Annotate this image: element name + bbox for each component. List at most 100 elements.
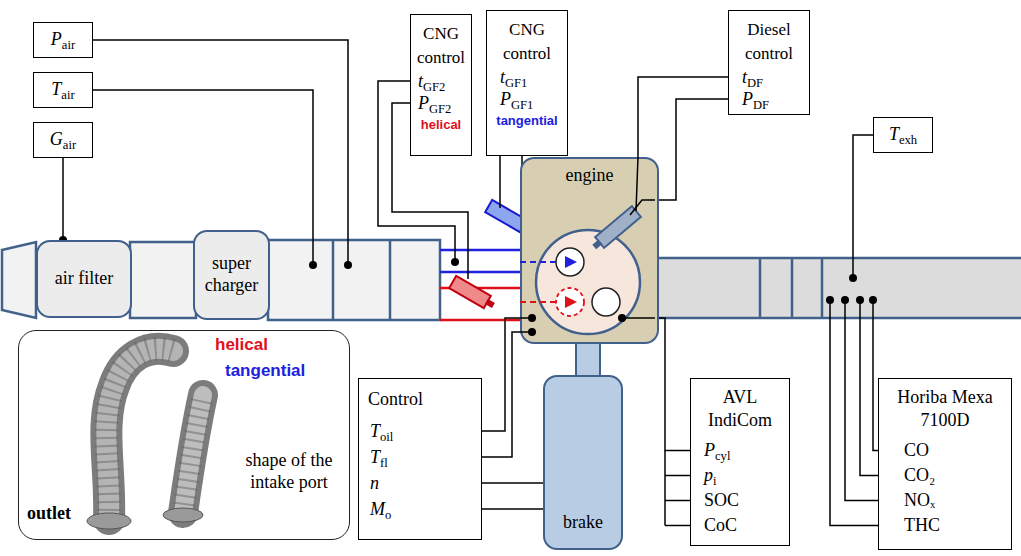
signal-name: n xyxy=(362,470,478,496)
port-surface xyxy=(183,395,203,513)
symbol-letter: T xyxy=(370,447,380,467)
sensor-wires xyxy=(520,157,655,332)
node-label: Diesel control xyxy=(732,18,806,66)
symbol-letter: t xyxy=(742,67,747,87)
control-box: Diesel controltDFPDF xyxy=(728,10,810,115)
signal-name: PGF2 xyxy=(414,92,468,114)
inset-panel: helicaltangentialshape of the intake por… xyxy=(18,330,350,540)
signal-name: CO₂ xyxy=(882,463,1008,488)
exhaust-pipe xyxy=(655,258,1021,318)
junction-dot xyxy=(849,274,857,282)
symbol-letter: T xyxy=(370,421,380,441)
symbol-letter: p xyxy=(704,465,713,485)
swirl-mark xyxy=(565,256,577,268)
brake-box: brake xyxy=(543,375,623,550)
symbol-subscript: oil xyxy=(380,430,393,444)
signal-name: helical xyxy=(414,114,468,136)
symbol-subscript: i xyxy=(713,474,717,488)
helical-runner xyxy=(440,319,520,322)
symbol-subscript: GF1 xyxy=(511,98,533,112)
symbol-subscript: air xyxy=(62,38,75,52)
symbol-letter: t xyxy=(418,71,423,91)
wire xyxy=(845,300,878,501)
pipe-divider xyxy=(332,240,335,320)
engine-block: engine xyxy=(520,157,659,344)
signal-name: CoC xyxy=(694,513,786,538)
node-label: Horiba Mexa 7100D xyxy=(882,386,1008,432)
junction-dot xyxy=(528,314,536,322)
intake-runners xyxy=(440,250,520,320)
wire xyxy=(482,508,543,510)
port-texture xyxy=(183,395,203,513)
wire xyxy=(636,157,638,211)
node-label: CNG control xyxy=(490,18,564,66)
symbol-letter: P xyxy=(418,93,429,113)
swirl-mark xyxy=(565,296,577,308)
pipe-divider xyxy=(791,258,794,318)
wire xyxy=(860,300,878,476)
node-label: Control xyxy=(362,386,478,412)
wire xyxy=(665,525,690,527)
wire xyxy=(482,332,520,457)
node-label: Gair xyxy=(50,129,76,151)
signal-name: outlet xyxy=(27,503,71,525)
node-label: CNG control xyxy=(414,22,468,70)
signal-name: THC xyxy=(882,513,1008,538)
junction-dot xyxy=(856,296,864,304)
signal-name: SOC xyxy=(694,488,786,513)
junction-dot xyxy=(618,314,626,322)
symbol-letter: n xyxy=(370,473,379,493)
signal-name: Tfl xyxy=(362,444,478,470)
control-box: CNG controltGF1PGF1tangential xyxy=(486,10,568,156)
symbol-letter: P xyxy=(704,440,715,460)
signal-name: PGF1 xyxy=(490,88,564,110)
cylinder-bore xyxy=(536,230,640,334)
wire xyxy=(499,156,501,208)
signal-name: pi xyxy=(694,463,786,488)
signal-name: tGF1 xyxy=(490,66,564,88)
wire xyxy=(664,451,666,526)
signal-wire xyxy=(638,77,728,157)
symbol-letter: P xyxy=(500,89,511,109)
node-label: super charger xyxy=(195,253,268,296)
wire xyxy=(622,317,655,319)
helical-port xyxy=(106,348,173,518)
symbol-letter: P xyxy=(742,89,753,109)
helical-valve xyxy=(556,288,584,316)
node-label: Tair xyxy=(51,79,74,101)
symbol-letter: G xyxy=(50,129,63,149)
analyzer-box: Horiba Mexa 7100DCOCO₂NOₓTHC xyxy=(878,378,1012,550)
signal-name: Toil xyxy=(362,418,478,444)
signal-name: NOₓ xyxy=(882,488,1008,513)
symbol-subscript: GF2 xyxy=(423,80,445,94)
wire xyxy=(853,135,873,278)
symbol-subscript: air xyxy=(61,88,74,102)
symbol-letter: t xyxy=(500,67,505,87)
symbol-letter: M xyxy=(370,499,385,519)
pipe-divider xyxy=(389,240,392,320)
symbol-letter: T xyxy=(51,79,61,99)
control-box: CNG controltGF2PGF2helical xyxy=(410,14,472,156)
signal-wire xyxy=(659,318,690,451)
signal-name: Pcyl xyxy=(694,438,786,463)
pipe-segment xyxy=(130,242,196,318)
signal-wire xyxy=(482,318,520,431)
signal-name: tangential xyxy=(225,361,305,381)
symbol-subscript: exh xyxy=(899,133,917,147)
air-filter: air filter xyxy=(36,240,132,318)
port-texture xyxy=(106,348,173,518)
helical-flow xyxy=(520,301,556,303)
control-box: ControlToilTflnMo xyxy=(358,378,482,540)
symbol-subscript: cyl xyxy=(715,449,730,463)
signal-name: tGF2 xyxy=(414,70,468,92)
injector-nozzle xyxy=(485,299,495,308)
signal-name: tDF xyxy=(732,66,806,88)
symbol-subscript: fl xyxy=(380,456,388,470)
junction-dot xyxy=(869,296,877,304)
supercharger: super charger xyxy=(193,230,270,320)
inlet-mouth xyxy=(2,242,36,318)
port-surface xyxy=(106,348,173,518)
junction-dot xyxy=(451,258,459,266)
symbol-subscript: DF xyxy=(747,76,763,90)
